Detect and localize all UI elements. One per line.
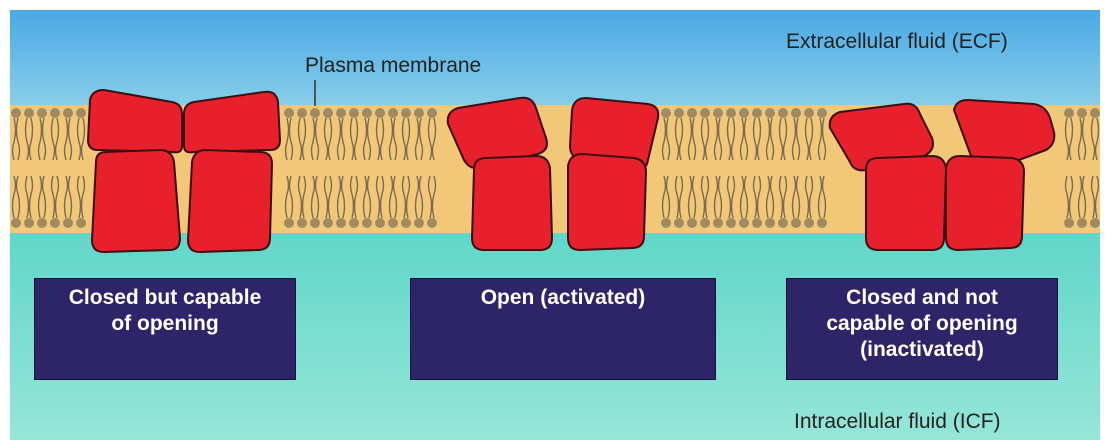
- state-1-line-1: Closed but capable: [35, 285, 295, 311]
- lipid-head: [817, 218, 827, 228]
- lipid-head: [765, 218, 775, 228]
- lipid-head: [713, 108, 723, 118]
- state-box-open: Open (activated): [410, 278, 716, 380]
- lipid-head: [752, 218, 762, 228]
- lipid-head: [323, 108, 333, 118]
- lipid-head: [63, 218, 73, 228]
- lipid-head: [739, 108, 749, 118]
- lipid-head: [765, 108, 775, 118]
- state-3-line-3: (inactivated): [787, 337, 1057, 363]
- lipid-head: [388, 218, 398, 228]
- lipid-head: [804, 218, 814, 228]
- lipid-head: [24, 218, 34, 228]
- lipid-head: [37, 108, 47, 118]
- lipid-head: [726, 108, 736, 118]
- lipid-head: [336, 218, 346, 228]
- lipid-head: [713, 218, 723, 228]
- state-3-line-2: capable of opening: [787, 311, 1057, 337]
- lipid-head: [1064, 218, 1074, 228]
- lipid-head: [24, 108, 34, 118]
- lipid-head: [700, 108, 710, 118]
- lipid-head: [362, 108, 372, 118]
- channel-1-subunit-left: [92, 150, 180, 252]
- channel-1-subunit-right: [188, 150, 272, 252]
- lipid-head: [11, 108, 21, 118]
- lipid-head: [700, 218, 710, 228]
- lipid-head: [297, 218, 307, 228]
- lipid-head: [297, 108, 307, 118]
- lipid-head: [375, 218, 385, 228]
- lipid-head: [778, 108, 788, 118]
- lipid-head: [427, 108, 437, 118]
- channel-2-subunit-right: [568, 154, 646, 250]
- channel-1-gate-right: [184, 92, 280, 153]
- ecf-label: Extracellular fluid (ECF): [786, 30, 1008, 53]
- lipid-head: [1090, 218, 1100, 228]
- lipid-head: [349, 108, 359, 118]
- lipid-head: [63, 108, 73, 118]
- lipid-head: [76, 108, 86, 118]
- channel-2-subunit-left: [472, 156, 552, 250]
- lipid-head: [791, 218, 801, 228]
- lipid-head: [401, 108, 411, 118]
- lipid-head: [791, 108, 801, 118]
- lipid-head: [687, 108, 697, 118]
- lipid-head: [687, 218, 697, 228]
- state-1-line-2: of opening: [35, 311, 295, 337]
- ecf-region: [10, 10, 1100, 110]
- state-box-closed-capable: Closed but capable of opening: [34, 278, 296, 380]
- lipid-head: [284, 218, 294, 228]
- lipid-head: [1077, 218, 1087, 228]
- lipid-head: [752, 108, 762, 118]
- lipid-head: [414, 218, 424, 228]
- lipid-head: [661, 108, 671, 118]
- lipid-head: [817, 108, 827, 118]
- lipid-head: [401, 218, 411, 228]
- icf-label: Intracellular fluid (ICF): [794, 410, 1001, 433]
- lipid-head: [1077, 108, 1087, 118]
- lipid-head: [674, 108, 684, 118]
- channel-3-subunit-right: [946, 156, 1024, 250]
- lipid-head: [50, 108, 60, 118]
- state-2-line-1: Open (activated): [411, 285, 715, 311]
- lipid-head: [11, 218, 21, 228]
- lipid-head: [661, 218, 671, 228]
- lipid-head: [414, 108, 424, 118]
- lipid-head: [388, 108, 398, 118]
- lipid-head: [427, 218, 437, 228]
- lipid-head: [1090, 108, 1100, 118]
- lipid-head: [804, 108, 814, 118]
- lipid-head: [362, 218, 372, 228]
- lipid-head: [726, 218, 736, 228]
- lipid-head: [76, 218, 86, 228]
- lipid-head: [284, 108, 294, 118]
- lipid-head: [336, 108, 346, 118]
- lipid-head: [310, 218, 320, 228]
- state-3-line-1: Closed and not: [787, 285, 1057, 311]
- channel-3-subunit-left: [866, 156, 946, 250]
- lipid-head: [310, 108, 320, 118]
- lipid-head: [778, 218, 788, 228]
- plasma-membrane-label: Plasma membrane: [305, 54, 481, 77]
- lipid-head: [375, 108, 385, 118]
- lipid-head: [349, 218, 359, 228]
- lipid-head: [1064, 108, 1074, 118]
- lipid-head: [50, 218, 60, 228]
- lipid-head: [674, 218, 684, 228]
- state-box-inactivated: Closed and not capable of opening (inact…: [786, 278, 1058, 380]
- lipid-head: [739, 218, 749, 228]
- lipid-head: [323, 218, 333, 228]
- lipid-head: [37, 218, 47, 228]
